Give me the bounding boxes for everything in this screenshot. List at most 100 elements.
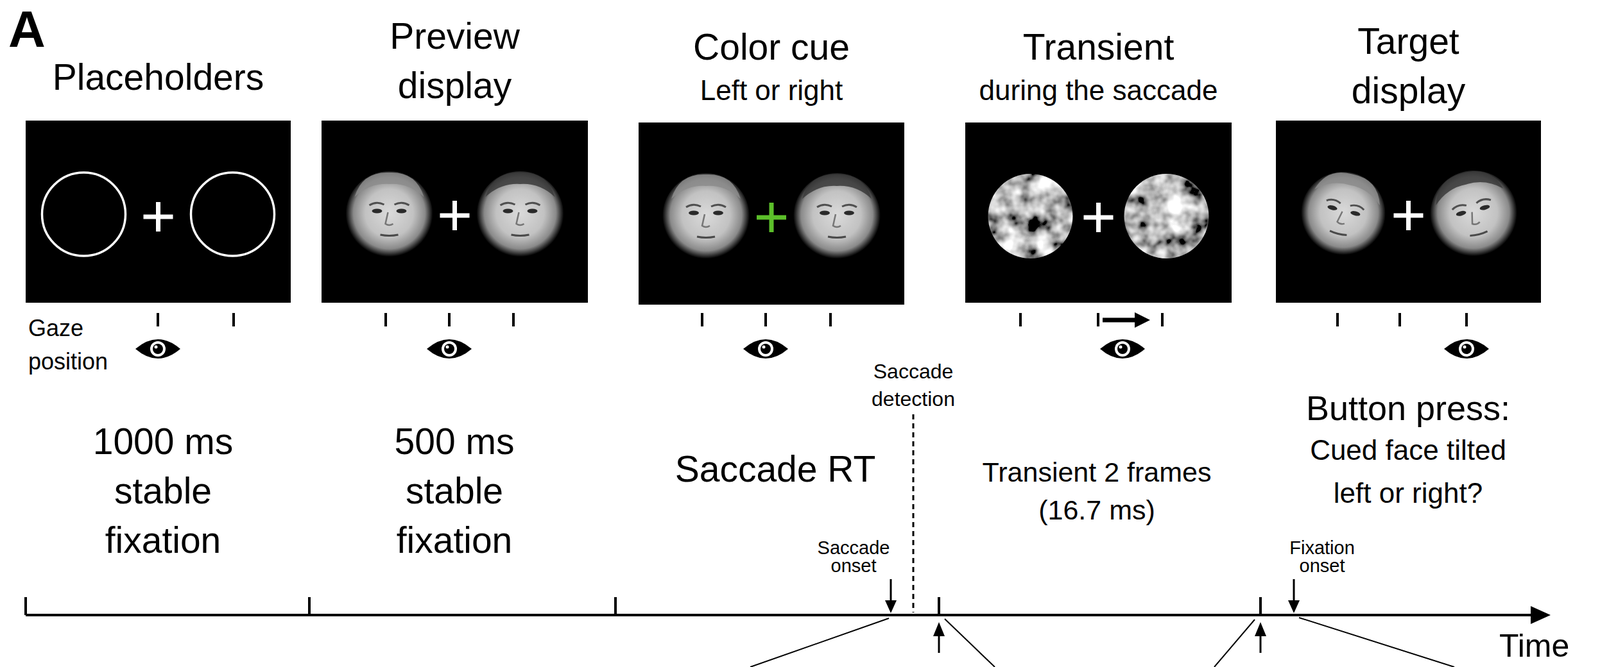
face-image [662, 173, 750, 261]
panel-subtitle: Left or right [623, 71, 920, 110]
panel-illustration [25, 120, 291, 303]
task-label: Button press: [1306, 385, 1511, 432]
task-label: Cued face tilted left or right? [1292, 428, 1524, 515]
panel-content [42, 172, 275, 257]
fixation-cross [1096, 202, 1101, 233]
gaze-tick [232, 313, 235, 327]
display-panel: Transientduring the saccade [965, 122, 1232, 303]
face-eye [688, 211, 699, 216]
saccade-arrow [1102, 318, 1138, 323]
face-nose [385, 212, 394, 226]
event-label: Saccade detection [849, 358, 978, 414]
face-disc [793, 173, 881, 261]
display-panel: Preview display [321, 120, 588, 303]
zoom-line [1298, 618, 1455, 667]
placeholder-circle [42, 172, 126, 257]
panel-heading: Color cueLeft or right [623, 22, 920, 110]
eye-icon [1444, 339, 1489, 359]
gaze-ticks [157, 313, 1467, 327]
panel-heading: Target display [1312, 16, 1506, 116]
panel-illustration [638, 122, 905, 305]
face-mouth [380, 234, 399, 237]
gaze-tick [764, 313, 767, 327]
gaze-tick [1336, 313, 1339, 327]
event-label: Saccade onset [811, 539, 896, 576]
event-arrowhead [933, 622, 945, 637]
zoom-line [944, 619, 995, 667]
gaze-tick [1398, 313, 1402, 327]
face-mouth [511, 234, 530, 237]
face-eye [713, 211, 724, 216]
face-eye [843, 211, 855, 216]
face-hair [485, 172, 556, 198]
face-brows [500, 202, 541, 206]
face-nose [1469, 211, 1480, 226]
face-mouth [1469, 231, 1488, 237]
axis-tick [308, 597, 311, 616]
display-panel: Placeholders [25, 120, 291, 303]
placeholder-circle [191, 172, 275, 257]
panel-illustration [321, 120, 588, 303]
face-hair [1429, 164, 1504, 206]
time-axis-arrowhead [1530, 606, 1551, 625]
gaze-tick [447, 313, 451, 327]
axis-tick [24, 597, 27, 616]
gaze-tick [1161, 313, 1164, 327]
zoom-lines [750, 618, 1455, 667]
face-image [793, 173, 881, 261]
face-brows [369, 202, 410, 206]
onset-arrowhead [885, 600, 897, 614]
saccade-arrowhead [1134, 312, 1151, 328]
eye-icon [743, 339, 789, 359]
gaze-tick [156, 313, 160, 327]
gaze-tick [1096, 313, 1100, 327]
face-disc [345, 171, 434, 259]
face-mouth [1329, 231, 1348, 237]
time-axis [25, 614, 1536, 617]
zoom-line [1214, 619, 1255, 667]
face-image [1420, 161, 1527, 268]
panel-content [1291, 161, 1527, 268]
panel-title: Placeholders [10, 52, 307, 103]
panel-content [988, 173, 1210, 259]
duration-label: 1000 ms stable fixation [66, 417, 260, 566]
display-panel: Target display [1275, 120, 1541, 303]
fixation-cross [155, 202, 161, 232]
zoom-line [750, 618, 889, 667]
event-arrow [1259, 634, 1262, 654]
panel-heading: Preview display [358, 11, 552, 111]
face-eye [1479, 204, 1491, 212]
eye-icon [135, 339, 181, 359]
panel-heading: Transientduring the saccade [951, 22, 1247, 110]
gaze-tick [384, 313, 388, 327]
detection-line [912, 414, 915, 613]
axis-ticks [25, 597, 1261, 616]
face-hair [802, 174, 872, 199]
panel-title: Transient [951, 22, 1247, 72]
face-eye [819, 211, 830, 216]
face-eye [1327, 204, 1339, 212]
face-image [476, 171, 565, 259]
panel-content [345, 171, 565, 259]
axis-tick [937, 597, 941, 616]
axis-tick [1259, 597, 1262, 616]
face-image [345, 171, 434, 259]
face-eye [372, 209, 383, 214]
event-label: Fixation onset [1280, 539, 1364, 576]
face-brows [686, 204, 726, 208]
gaze-tick [512, 313, 515, 327]
noise-mask [988, 173, 1074, 259]
event-arrow [938, 634, 941, 654]
axis-title: Time [1499, 630, 1570, 663]
face-eye [503, 209, 514, 214]
panel-heading: Placeholders [10, 52, 307, 103]
eye-icon [1100, 339, 1145, 359]
face-hair [354, 172, 425, 198]
face-nose [516, 212, 525, 226]
event-arrowhead [1254, 622, 1267, 637]
panel-illustration [1275, 120, 1541, 303]
face-hair [1314, 166, 1386, 206]
display-panel: Color cueLeft or right [638, 122, 905, 305]
panel-subtitle: during the saccade [951, 71, 1247, 110]
face-image [1291, 163, 1394, 266]
